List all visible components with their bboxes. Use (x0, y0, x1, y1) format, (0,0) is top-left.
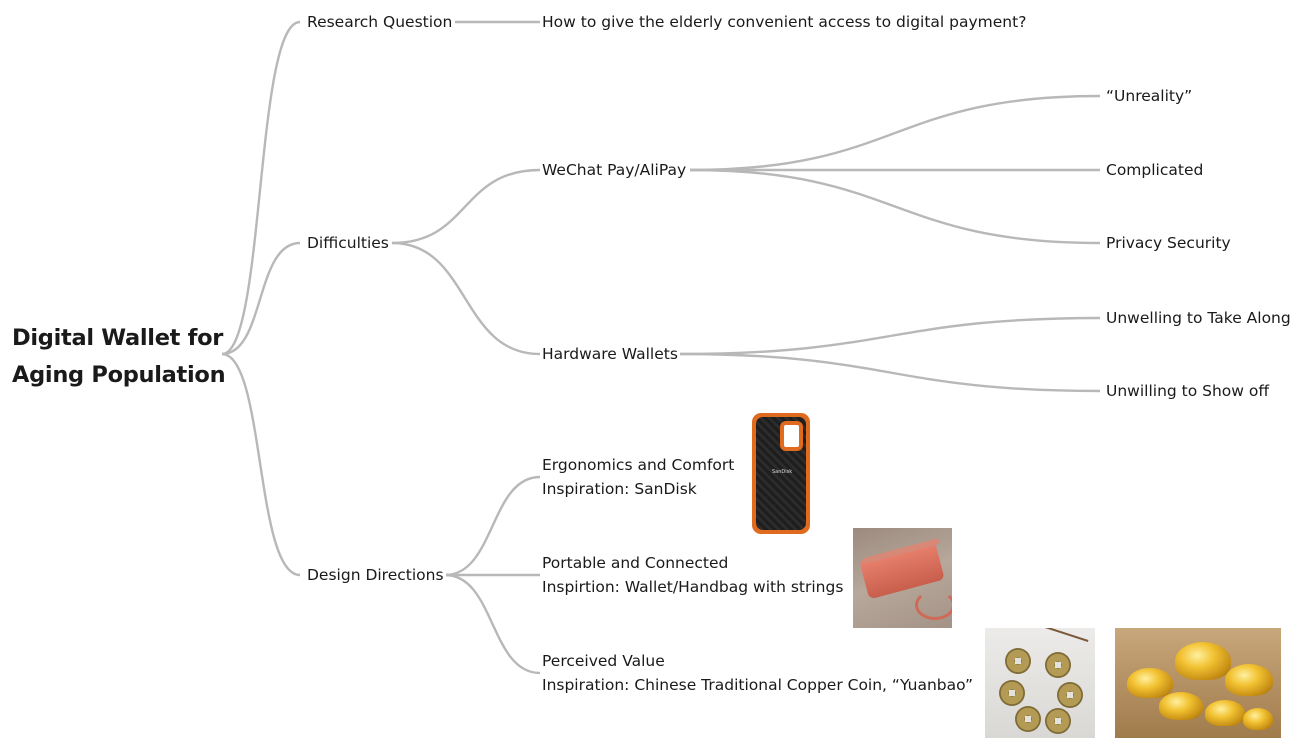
connector-root-difficulties (221, 241, 301, 356)
node-hardware-wallets[interactable]: Hardware Wallets (540, 342, 680, 366)
connector-difficulties-hardware (391, 241, 541, 356)
node-complicated[interactable]: Complicated (1104, 158, 1206, 182)
perceived-value-title: Perceived Value (542, 652, 665, 670)
connector-difficulties-wechat (391, 168, 541, 245)
portable-title: Portable and Connected (542, 554, 729, 572)
connector-root-research (221, 20, 301, 356)
root-line-1: Digital Wallet for (12, 325, 224, 351)
connector-design-value (444, 573, 541, 675)
node-unreality[interactable]: “Unreality” (1104, 84, 1195, 108)
node-portable[interactable]: Portable and Connected Inspirtion: Walle… (540, 551, 846, 599)
yuanbao-ingots-image (1115, 628, 1281, 738)
connector-design-ergonomics (444, 475, 541, 577)
ergonomics-inspiration: Inspiration: SanDisk (542, 480, 697, 498)
node-wechat-alipay[interactable]: WeChat Pay/AliPay (540, 158, 689, 182)
node-difficulties[interactable]: Difficulties (305, 231, 391, 255)
connector-hardware-take-along (679, 316, 1101, 356)
node-research-question-text[interactable]: How to give the elderly convenient acces… (540, 10, 1029, 34)
node-unwelling-take-along[interactable]: Unwelling to Take Along (1104, 306, 1293, 330)
wallet-handbag-image (853, 528, 952, 628)
node-research-question[interactable]: Research Question (305, 10, 455, 34)
perceived-value-inspiration: Inspiration: Chinese Traditional Copper … (542, 676, 974, 694)
portable-inspiration: Inspirtion: Wallet/Handbag with strings (542, 578, 844, 596)
copper-coins-image (985, 628, 1095, 738)
node-design-directions[interactable]: Design Directions (305, 563, 446, 587)
node-perceived-value[interactable]: Perceived Value Inspiration: Chinese Tra… (540, 649, 976, 697)
connector-root-design (221, 352, 301, 577)
root-node[interactable]: Digital Wallet for Aging Population (12, 320, 226, 394)
root-line-2: Aging Population (12, 362, 226, 388)
node-ergonomics[interactable]: Ergonomics and Comfort Inspiration: SanD… (540, 453, 737, 501)
sandisk-drive-image: SanDisk (752, 413, 810, 534)
sandisk-logo-text: SanDisk (772, 469, 793, 475)
connector-wechat-privacy (689, 168, 1101, 245)
connector-wechat-unreality (689, 94, 1101, 172)
connector-hardware-show-off (679, 352, 1101, 393)
node-privacy-security[interactable]: Privacy Security (1104, 231, 1233, 255)
node-unwilling-show-off[interactable]: Unwilling to Show off (1104, 379, 1272, 403)
ergonomics-title: Ergonomics and Comfort (542, 456, 735, 474)
